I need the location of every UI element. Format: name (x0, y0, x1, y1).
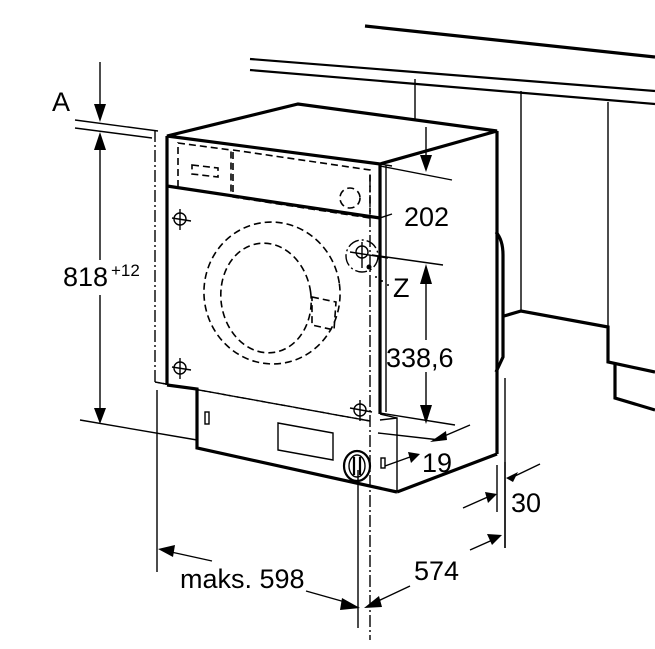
dimension-z (371, 254, 456, 426)
dimension-height (74, 62, 198, 441)
label-height-tolerance: +12 (111, 261, 140, 280)
label-back-gap: 30 (511, 488, 541, 518)
mount-point-top-left (171, 209, 192, 230)
label-depth: 574 (414, 556, 459, 586)
label-plinth-setback: 19 (422, 448, 452, 478)
washing-machine (154, 102, 499, 640)
drain-knob (342, 449, 372, 483)
label-z-height: 338,6 (386, 343, 454, 373)
worktop (249, 24, 655, 106)
label-width: maks. 598 (180, 564, 305, 594)
dimension-30 (462, 462, 541, 548)
mount-point-bottom-left (171, 358, 192, 379)
dimension-19 (377, 424, 471, 467)
dimension-202 (379, 127, 453, 181)
label-top-offset: 202 (404, 202, 449, 232)
label-z: Z (393, 273, 410, 303)
mount-point-bottom-right (349, 400, 373, 421)
label-a: A (52, 87, 70, 117)
dimension-width-depth (156, 390, 502, 628)
label-height-main: 818 (63, 262, 108, 292)
